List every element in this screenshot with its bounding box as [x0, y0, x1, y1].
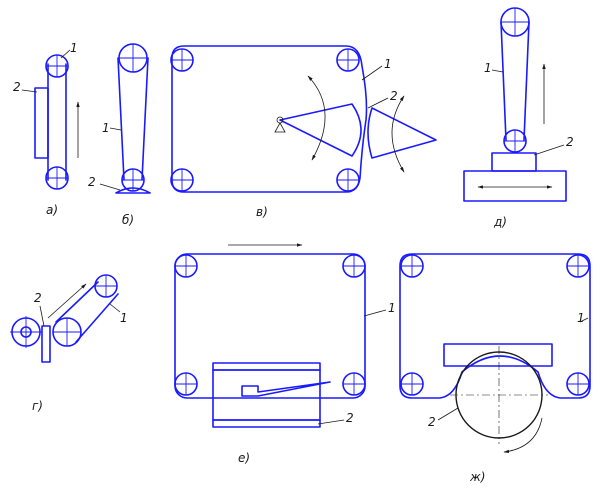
label-zh-2: 2 — [428, 415, 436, 429]
label-d-2: 2 — [566, 135, 574, 149]
pulley-v-bl-icon — [170, 168, 194, 192]
belt-zh — [399, 253, 591, 399]
pulley-zh-tr-icon — [566, 254, 590, 278]
feed-arrow-g — [47, 283, 87, 319]
label-b-1: 1 — [102, 121, 110, 135]
workpiece-a — [34, 87, 49, 159]
belt-g — [55, 281, 119, 343]
rotation-arrow-v-right — [391, 95, 405, 173]
table-d — [463, 170, 567, 202]
leader-zh-2 — [437, 407, 459, 421]
tool-v-right — [367, 107, 437, 159]
pivot-v-support-icon — [274, 122, 286, 133]
label-b-2: 2 — [88, 175, 96, 189]
caption-v: в) — [256, 205, 268, 219]
pulley-a-top-icon — [45, 54, 69, 78]
label-e-2: 2 — [346, 411, 354, 425]
label-v-1: 1 — [384, 57, 392, 71]
pulley-g-top-icon — [94, 274, 118, 298]
caption-g: г) — [32, 399, 43, 413]
pulley-e-br-icon — [342, 372, 366, 396]
leader-e-2 — [317, 419, 345, 425]
caption-b: б) — [122, 213, 134, 227]
pulley-e-tl-icon — [174, 254, 198, 278]
leader-g-2 — [39, 305, 45, 327]
label-zh-1: 1 — [577, 311, 585, 325]
label-g-2: 2 — [34, 291, 42, 305]
leader-a-2 — [21, 89, 38, 93]
support-g — [41, 325, 51, 363]
label-g-1: 1 — [120, 311, 128, 325]
pressure-plate-zh — [443, 343, 553, 367]
leader-d-2 — [533, 144, 565, 156]
pulley-zh-br-icon — [566, 372, 590, 396]
scheme-d: 1 2 д) — [463, 7, 574, 229]
belt-v — [171, 45, 368, 193]
pulley-d-bottom-icon — [503, 129, 527, 153]
caption-zh: ж) — [469, 470, 486, 484]
label-d-1: 1 — [484, 61, 492, 75]
leader-zh-1 — [579, 317, 589, 323]
label-a-2: 2 — [13, 80, 21, 94]
pulley-b-top-icon — [118, 43, 148, 73]
belt-b — [117, 57, 149, 181]
pulley-d-top-icon — [500, 7, 530, 37]
pulley-v-tr-icon — [336, 48, 360, 72]
belt-d — [500, 21, 530, 141]
leader-e-1 — [363, 309, 387, 317]
tool-v-left — [279, 103, 362, 157]
leader-d-1 — [491, 69, 504, 73]
rotation-arrow-zh — [503, 417, 543, 454]
label-a-1: 1 — [70, 41, 78, 55]
scheme-b: 1 2 б) — [88, 43, 151, 227]
leader-b-1 — [109, 127, 122, 131]
scheme-v: 1 2 в) — [170, 45, 437, 219]
label-v-2: 2 — [390, 89, 398, 103]
scheme-zh: 1 2 ж) — [399, 253, 591, 484]
scheme-e: 1 2 е) — [174, 243, 396, 465]
tool-e — [241, 381, 331, 397]
leader-a-1 — [60, 49, 71, 59]
caption-d: д) — [493, 215, 507, 229]
belt-e — [174, 253, 366, 399]
caption-e: е) — [238, 451, 250, 465]
workpiece-e-top-strip — [212, 362, 321, 371]
pulley-a-bottom-icon — [45, 166, 69, 190]
workpiece-b — [115, 187, 151, 194]
pulley-g-bottom-icon — [52, 317, 82, 347]
scheme-g: 1 2 г) — [10, 274, 128, 413]
scheme-a: 1 2 а) — [13, 41, 80, 217]
pulley-e-bl-icon — [174, 372, 198, 396]
caption-a: а) — [46, 203, 58, 217]
rotation-arrow-v-left — [307, 75, 326, 161]
pulley-e-tr-icon — [342, 254, 366, 278]
pulley-v-tl-icon — [170, 48, 194, 72]
pulley-zh-bl-icon — [400, 372, 424, 396]
label-e-1: 1 — [388, 301, 396, 315]
leader-g-1 — [109, 303, 121, 313]
pulley-v-br-icon — [336, 168, 360, 192]
workpiece-d — [491, 152, 537, 172]
workpiece-e-bottom-strip — [212, 419, 321, 428]
leader-v-1 — [361, 65, 383, 81]
leader-v-2 — [367, 97, 389, 109]
pulley-zh-tl-icon — [400, 254, 424, 278]
leader-b-2 — [99, 183, 121, 191]
